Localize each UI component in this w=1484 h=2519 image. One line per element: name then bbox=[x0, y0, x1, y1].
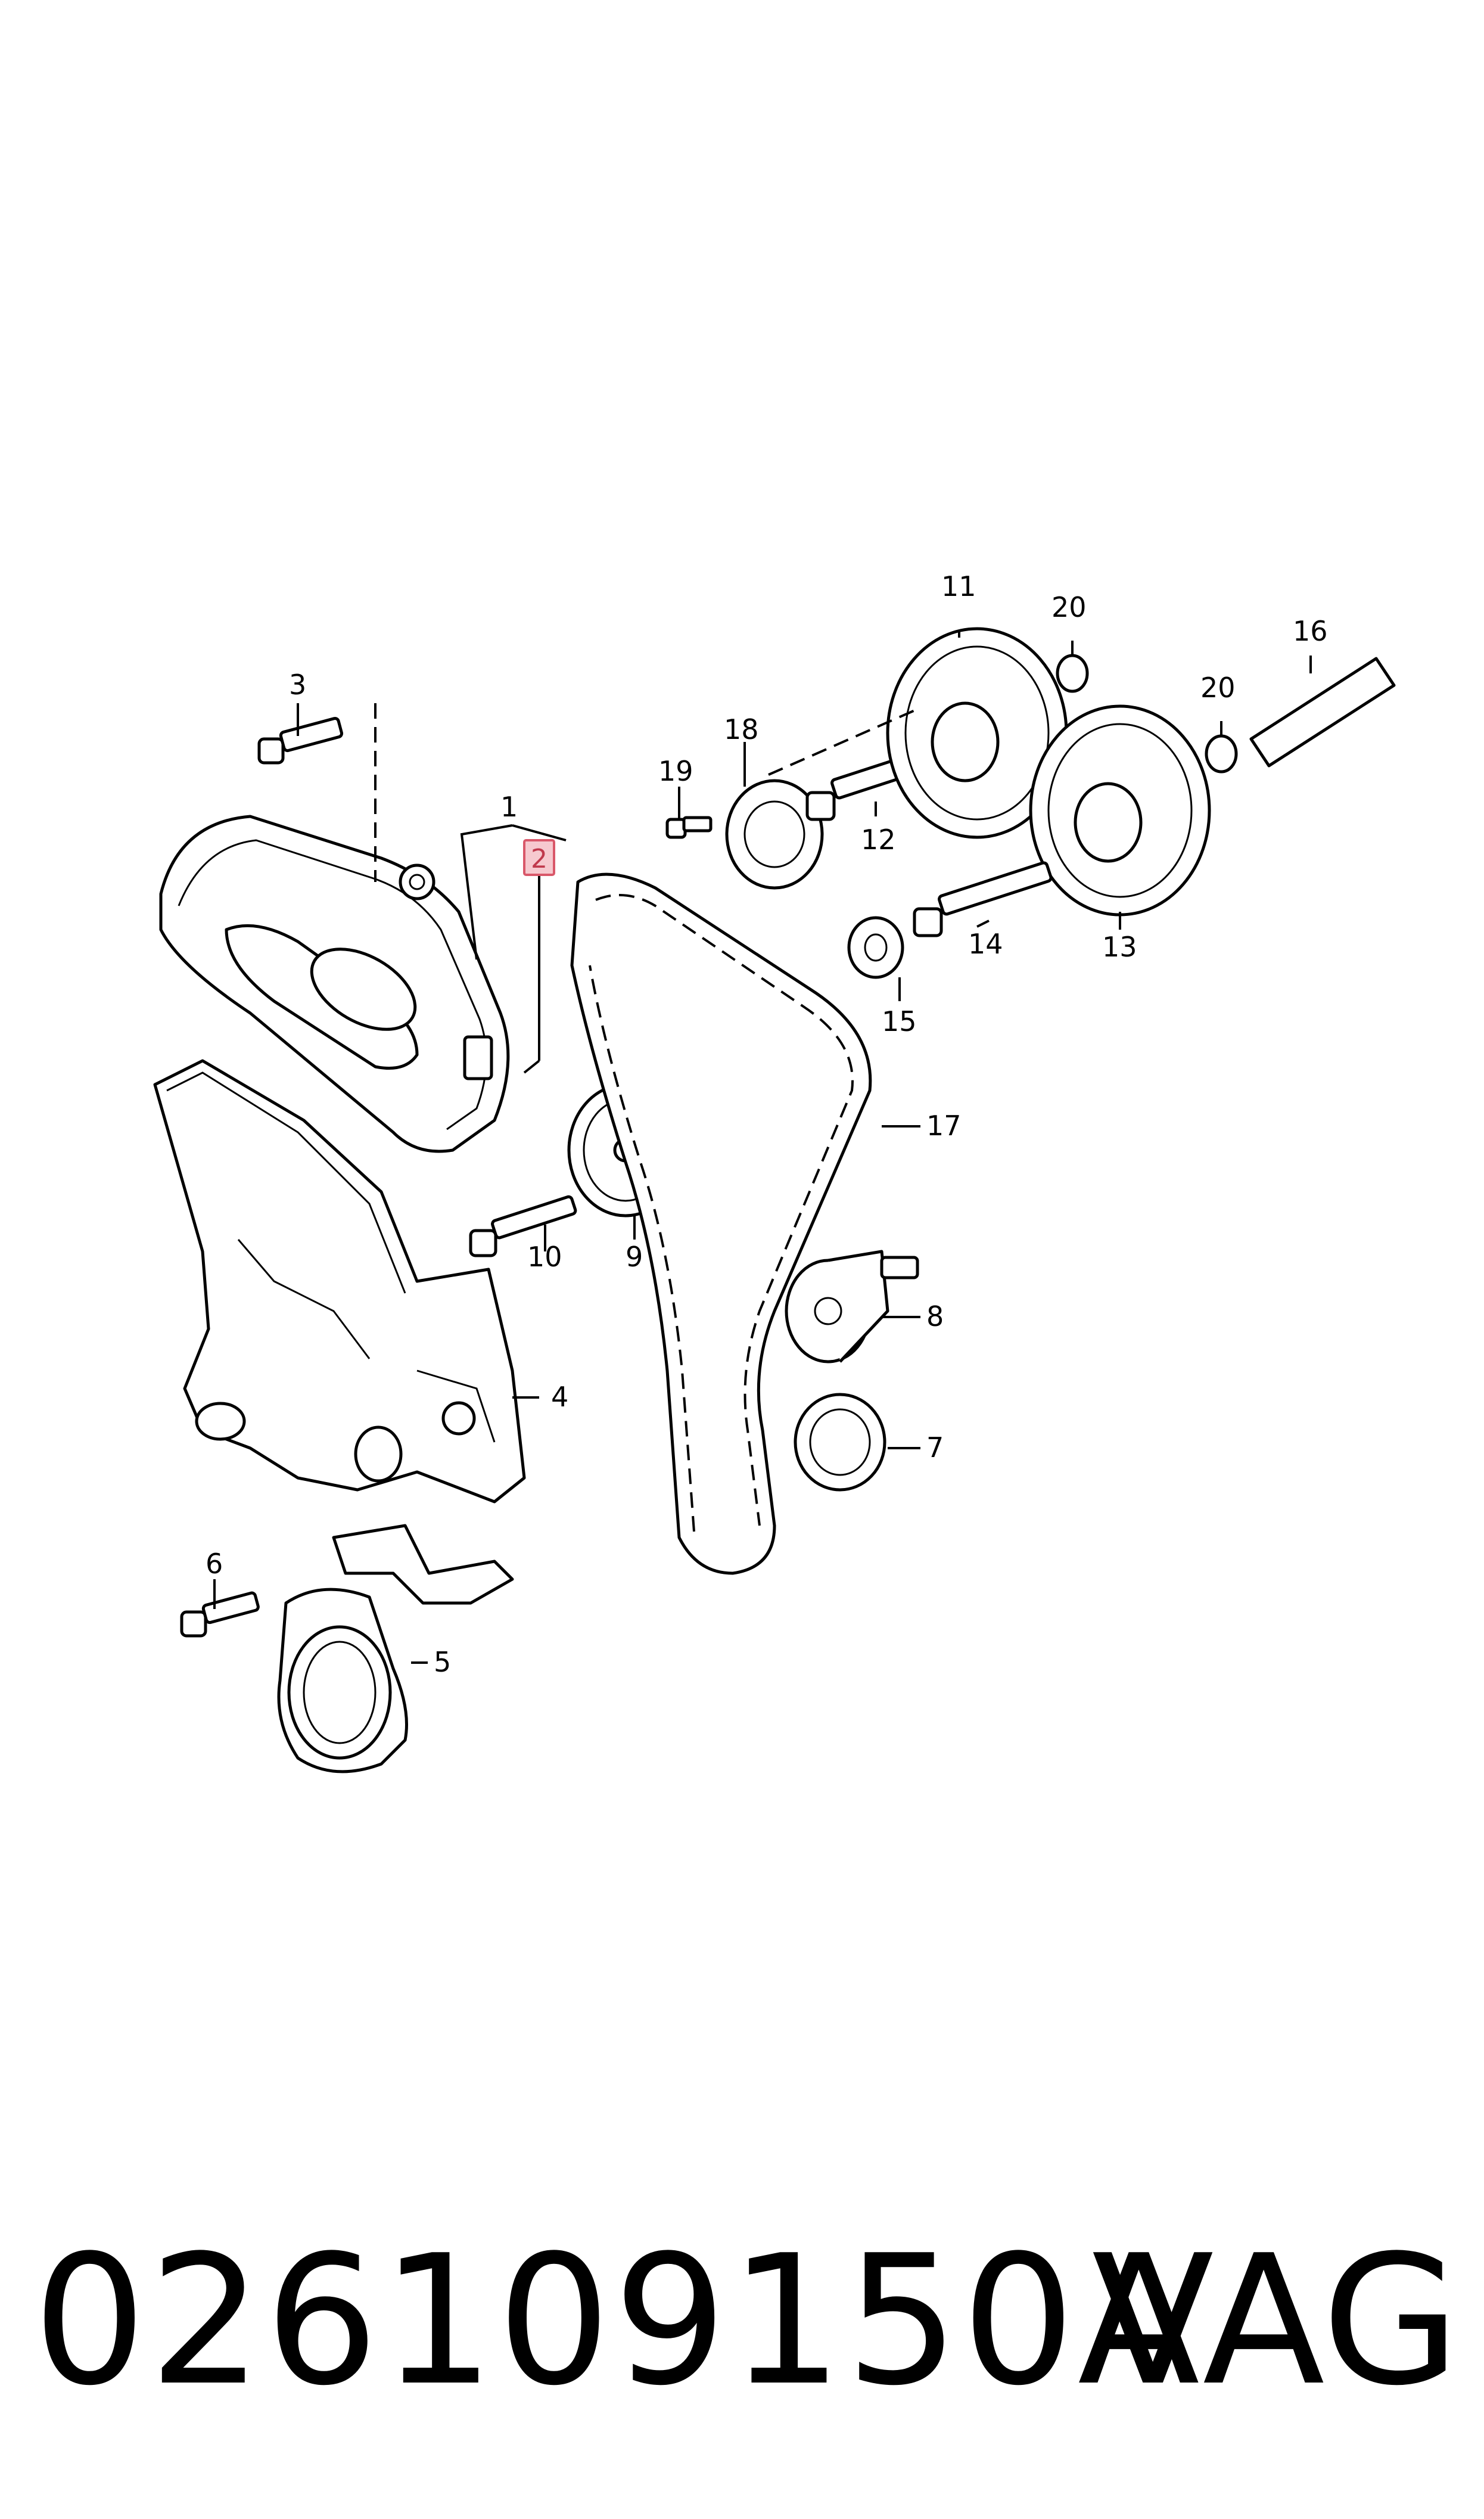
washer-20-lower bbox=[1205, 734, 1238, 774]
callout-12[interactable]: 12 bbox=[861, 824, 896, 856]
callout-8[interactable]: 8 bbox=[926, 1300, 944, 1333]
crankshaft-cover bbox=[277, 1524, 514, 1773]
callout-7[interactable]: 7 bbox=[926, 1431, 944, 1464]
callout-13[interactable]: 13 bbox=[1102, 931, 1137, 963]
parts-diagram: 1 2 3 4 5 6 7 8 9 10 11 12 13 14 15 16 1… bbox=[153, 570, 1396, 1773]
callout-19[interactable]: 19 bbox=[658, 755, 693, 787]
bolt-6 bbox=[180, 1591, 260, 1638]
bolt-19 bbox=[665, 816, 713, 839]
callout-2-highlight bbox=[523, 839, 555, 876]
leader-lines bbox=[213, 632, 1312, 1664]
upper-belt-cover bbox=[159, 815, 510, 1153]
callout-16[interactable]: 16 bbox=[1293, 615, 1328, 647]
washer-20-upper bbox=[1056, 654, 1089, 693]
callout-17[interactable]: 17 bbox=[926, 1110, 962, 1142]
callout-11[interactable]: 11 bbox=[941, 570, 976, 602]
callout-3[interactable]: 3 bbox=[289, 669, 306, 701]
callout-4[interactable]: 4 bbox=[551, 1381, 568, 1413]
cam-sprocket-11 bbox=[886, 627, 1068, 839]
callout-20-lower[interactable]: 20 bbox=[1200, 672, 1236, 704]
timing-belt-17 bbox=[570, 872, 872, 1575]
cam-sprocket-13 bbox=[1029, 704, 1211, 917]
callout-20-upper[interactable]: 20 bbox=[1051, 591, 1087, 623]
callout-5[interactable]: 5 bbox=[434, 1646, 451, 1678]
callout-9[interactable]: 9 bbox=[626, 1241, 643, 1273]
tensioner-8 bbox=[785, 1250, 919, 1363]
callout-6[interactable]: 6 bbox=[206, 1548, 223, 1580]
bolt-3 bbox=[257, 716, 344, 765]
callouts: 1 2 3 4 5 6 7 8 9 10 11 12 13 14 15 16 1… bbox=[206, 570, 1328, 1678]
washer-15 bbox=[847, 916, 904, 979]
flange-18 bbox=[725, 779, 824, 890]
callout-10[interactable]: 10 bbox=[527, 1241, 562, 1273]
pin-16 bbox=[1249, 657, 1396, 768]
lower-belt-cover bbox=[153, 1059, 526, 1504]
callout-15[interactable]: 15 bbox=[882, 1005, 917, 1038]
brand-name: VAG bbox=[1091, 2217, 1460, 2425]
bolt-14 bbox=[913, 861, 1053, 937]
bolt-10 bbox=[469, 1195, 577, 1257]
callout-1[interactable]: 1 bbox=[500, 791, 518, 823]
crank-sprocket-7 bbox=[794, 1393, 886, 1492]
callout-14[interactable]: 14 bbox=[968, 928, 1003, 960]
part-number: 026109150A bbox=[33, 2217, 1203, 2425]
callout-2[interactable]: 2 bbox=[531, 844, 547, 874]
callout-18[interactable]: 18 bbox=[724, 713, 759, 746]
